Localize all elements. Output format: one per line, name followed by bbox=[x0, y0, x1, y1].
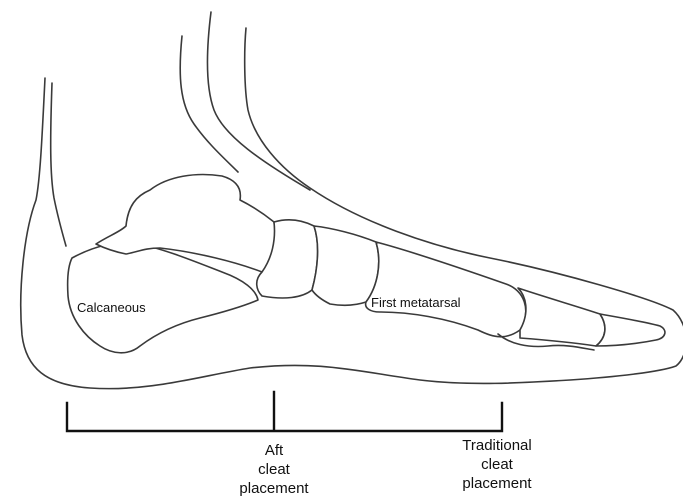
first-metatarsal-label: First metatarsal bbox=[371, 296, 461, 309]
achilles-line bbox=[51, 83, 66, 246]
aft-caption-line-3: placement bbox=[214, 479, 334, 498]
proximal-phalanx-bone bbox=[518, 288, 605, 346]
traditional-caption-line-2: cleat bbox=[437, 455, 557, 474]
distal-phalanx-bone bbox=[596, 314, 665, 346]
traditional-caption-line-1: Traditional bbox=[437, 436, 557, 455]
shin-line bbox=[180, 36, 238, 172]
ankle-line bbox=[208, 12, 310, 190]
aft-caption-line-1: Aft bbox=[214, 441, 334, 460]
calcaneous-label: Calcaneous bbox=[77, 301, 146, 314]
placement-bracket bbox=[67, 392, 502, 431]
aft-cleat-caption: Aft cleat placement bbox=[214, 441, 334, 498]
aft-caption-line-2: cleat bbox=[214, 460, 334, 479]
first-metatarsal-bone bbox=[366, 242, 526, 337]
cuneiform-bone bbox=[312, 226, 379, 305]
traditional-caption-line-3: placement bbox=[437, 474, 557, 493]
traditional-cleat-caption: Traditional cleat placement bbox=[437, 436, 557, 493]
